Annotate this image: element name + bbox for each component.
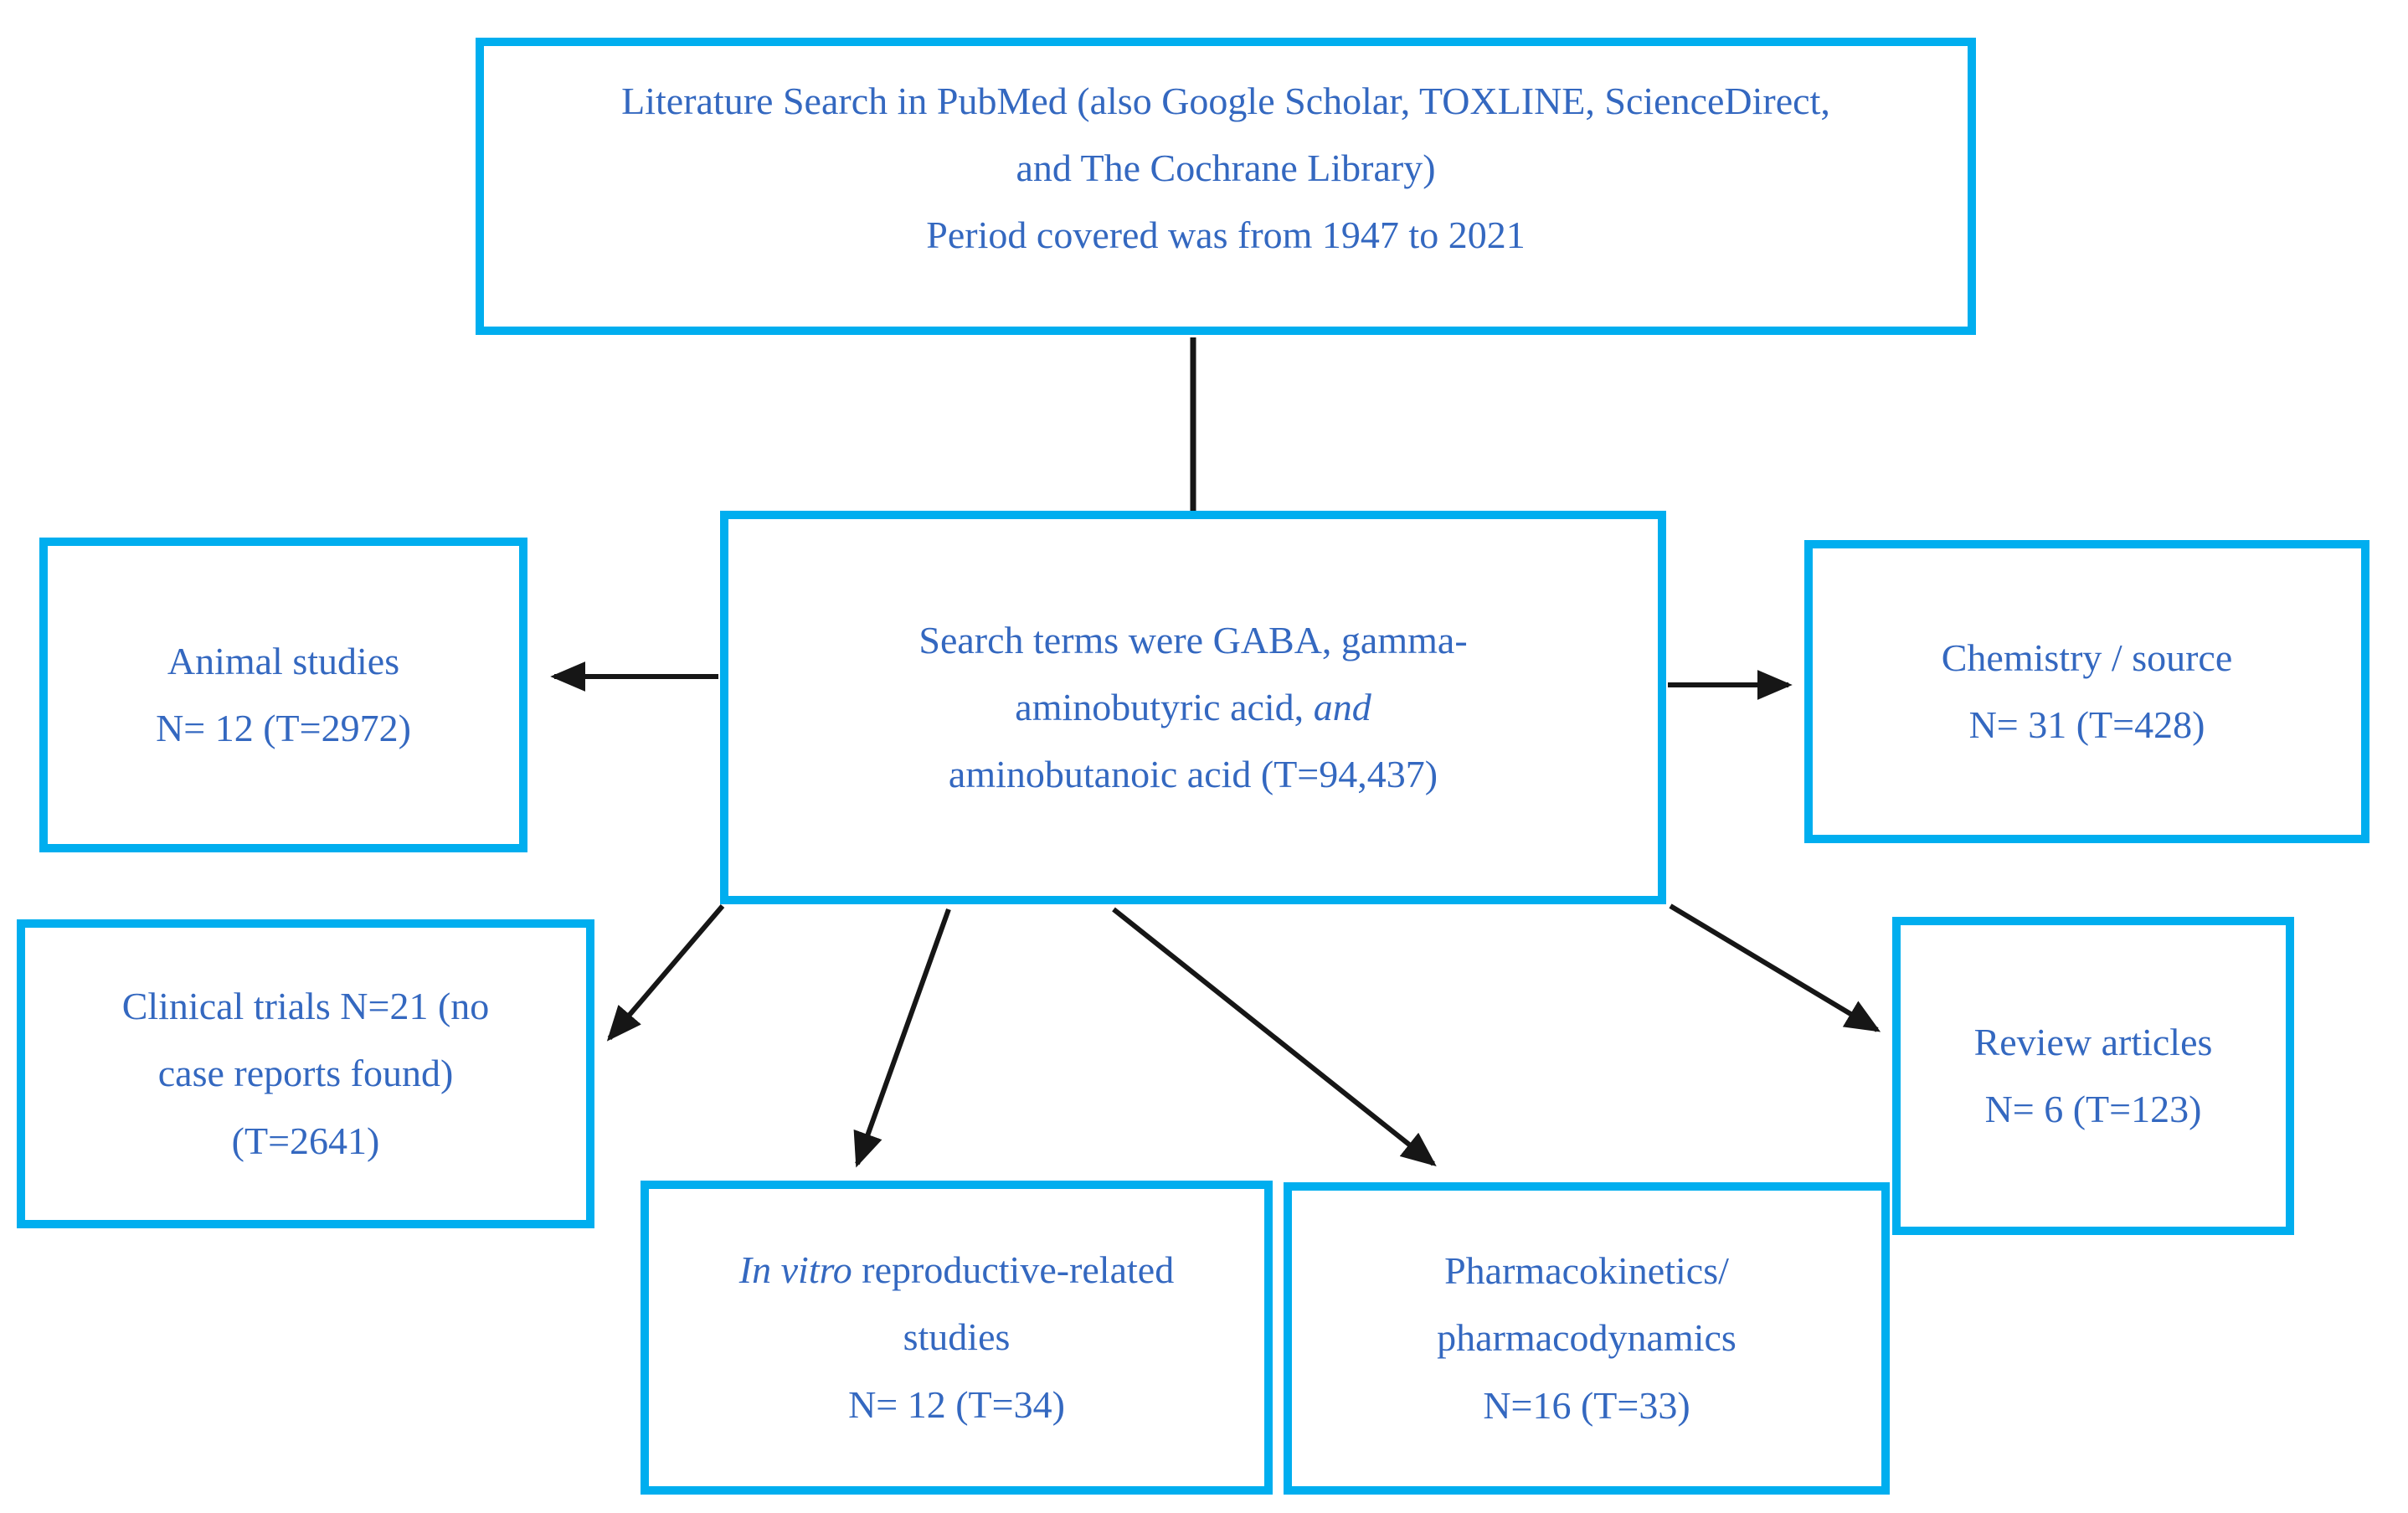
review-articles-count: N= 6 (T=123) [1984,1088,2202,1130]
in-vitro-line-1: In vitro reproductive-related [739,1237,1174,1304]
animal-studies-label: Animal studies [167,639,400,682]
chemistry-source-count: N= 31 (T=428) [1968,703,2205,746]
box-search-terms: Search terms were GABA, gamma- aminobuty… [720,511,1666,904]
chemistry-source-label: Chemistry / source [1941,636,2233,679]
literature-search-line-2: and The Cochrane Library) [1016,147,1436,190]
box-review-articles: Review articles N= 6 (T=123) [1892,917,2294,1235]
box-literature-search: Literature Search in PubMed (also Google… [476,38,1976,335]
search-terms-line-3: aminobutanoic acid (T=94,437) [948,753,1438,796]
clinical-trials-line-2: case reports found) [157,1052,454,1095]
review-articles-label: Review articles [1973,1020,2213,1063]
search-terms-line-1: Search terms were GABA, gamma- [918,618,1468,661]
search-terms-line-2-italic: and [1313,685,1371,728]
pharmacokinetics-line-1: Pharmacokinetics/ [1444,1249,1729,1293]
box-pharmacokinetics: Pharmacokinetics/ pharmacodynamics N=16 … [1284,1182,1890,1495]
box-chemistry-source: Chemistry / source N= 31 (T=428) [1804,540,2369,843]
arrow-to-clinical-trials [606,904,725,1042]
box-clinical-trials: Clinical trials N=21 (no case reports fo… [17,919,594,1228]
literature-search-line-3: Period covered was from 1947 to 2021 [926,214,1526,257]
in-vitro-italic: In vitro [738,1248,852,1292]
arrow-to-review-articles [1669,903,1881,1032]
pharmacokinetics-count: N=16 (T=33) [1483,1383,1690,1427]
clinical-trials-line-1: Clinical trials N=21 (no [121,985,490,1028]
search-terms-line-2-text: aminobutyric acid, [1015,685,1314,728]
literature-search-line-1: Literature Search in PubMed (also Google… [621,80,1830,122]
clinical-trials-count: (T=2641) [231,1119,380,1162]
pharmacokinetics-line-2: pharmacodynamics [1437,1316,1737,1360]
box-animal-studies: Animal studies N= 12 (T=2972) [39,538,527,852]
animal-studies-count: N= 12 (T=2972) [156,707,411,749]
box-in-vitro-studies: In vitro reproductive-related studies N=… [641,1181,1273,1495]
in-vitro-line-2: studies [903,1315,1011,1359]
in-vitro-line-1-text: reproductive-related [852,1248,1175,1292]
arrow-to-in-vitro-studies [853,908,951,1168]
in-vitro-count: N= 12 (T=34) [848,1382,1065,1426]
arrow-to-pharmacokinetics [1112,907,1437,1166]
search-terms-line-2: aminobutyric acid, and [1015,674,1371,741]
